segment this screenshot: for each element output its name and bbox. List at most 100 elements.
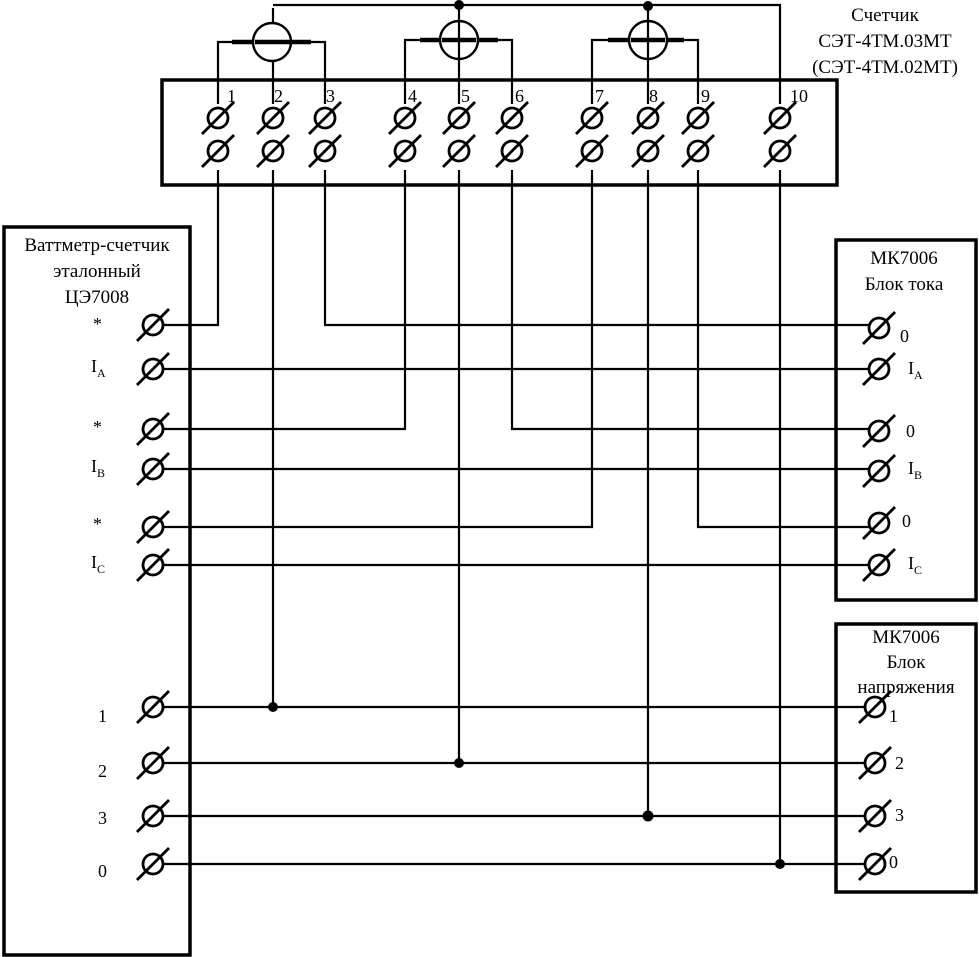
meter-pin-label: 10 [790, 86, 808, 106]
reference-terminal [136, 412, 170, 446]
current-block-terminal-label: 0 [906, 421, 915, 441]
reference-terminal [136, 746, 170, 780]
meter-terminal-bottom [442, 134, 476, 168]
voltage-block-terminal-label: 1 [889, 706, 898, 726]
voltage-block-terminal [858, 690, 892, 724]
meter-terminal-bottom [388, 134, 422, 168]
meter-terminal-bottom [631, 134, 665, 168]
wires [152, 3, 876, 866]
reference-terminal [136, 847, 170, 881]
reference-current-label: IB [91, 456, 105, 480]
wire-pin3 [323, 170, 876, 327]
meter-terminal-bottom [763, 134, 797, 168]
reference-current-label: * [93, 314, 102, 334]
reference-terminal [136, 690, 170, 724]
meter-terminal-bottom [681, 134, 715, 168]
meter-terminal-bottom [256, 134, 290, 168]
reference-wattmeter-box [2, 225, 192, 957]
reference-current-label: IA [91, 356, 106, 380]
junction-dot [643, 1, 653, 11]
reference-title-line1: Ваттметр-счетчик [24, 235, 170, 256]
current-block-terminal [862, 548, 896, 582]
voltage-block-terminal-label: 2 [895, 753, 904, 773]
current-block-terminal [862, 506, 896, 540]
meter-terminal-top [308, 101, 342, 135]
meter-pin-label: 8 [649, 86, 658, 106]
reference-current-label: * [93, 514, 102, 534]
voltage-block-title-line2: Блок [887, 652, 927, 673]
reference-title-line3: ЦЭ7008 [65, 287, 129, 308]
current-block-terminal-label: IB [908, 458, 922, 482]
meter-title-line3: (СЭТ-4ТМ.02МТ) [812, 57, 958, 78]
voltage-block-terminal [858, 847, 892, 881]
meter-title-line2: СЭТ-4ТМ.03МТ [818, 31, 952, 52]
reference-terminal [136, 452, 170, 486]
reference-terminal [136, 510, 170, 544]
junction-dot [454, 758, 464, 768]
current-block-terminal [862, 454, 896, 488]
junction-dot [268, 702, 278, 712]
meter-terminal-top [201, 101, 235, 135]
meter-terminal-bottom [201, 134, 235, 168]
reference-voltage-label: 0 [98, 861, 107, 881]
reference-terminal [136, 352, 170, 386]
voltage-block-title-line1: МК7006 [872, 627, 940, 648]
junction-dot [775, 859, 785, 869]
current-transformers [232, 19, 684, 63]
top-bus [457, 3, 782, 104]
terminals [136, 101, 896, 881]
voltage-block-terminal [858, 746, 892, 780]
junctions [268, 0, 785, 869]
current-block-terminal-label: 0 [900, 326, 909, 346]
reference-current-label: IC [91, 552, 105, 576]
meter-terminal-bottom [575, 134, 609, 168]
meter-pin-label: 9 [701, 86, 710, 106]
wire-pin1 [152, 170, 220, 327]
meter-terminal-top [631, 101, 665, 135]
reference-voltage-label: 1 [98, 706, 107, 726]
current-block-title-line1: МК7006 [870, 248, 938, 269]
reference-voltage-label: 3 [98, 808, 107, 828]
voltage-block-box [834, 622, 978, 894]
wire-pin4 [152, 170, 407, 431]
meter-pin-label: 7 [595, 86, 604, 106]
reference-title-line2: эталонный [53, 261, 141, 282]
meter-pin-label: 2 [274, 86, 283, 106]
meter-terminal-bottom [495, 134, 529, 168]
voltage-block-terminal-label: 3 [895, 805, 904, 825]
current-block-terminal [862, 311, 896, 345]
current-block-terminal-label: IA [908, 358, 923, 382]
meter-terminal-top [388, 101, 422, 135]
reference-terminal [136, 308, 170, 342]
current-block-terminal-label: IC [908, 553, 922, 577]
meter-terminal-top [763, 101, 797, 135]
meter-pin-label: 6 [515, 86, 524, 106]
voltage-block-title-line3: напряжения [857, 677, 954, 698]
meter-terminal-top [256, 101, 290, 135]
current-block-terminal [862, 414, 896, 448]
wire-pin6 [510, 170, 876, 431]
voltage-block-terminal-label: 0 [889, 852, 898, 872]
current-block-terminal [862, 352, 896, 386]
meter-terminal-top [575, 101, 609, 135]
junction-dot [454, 0, 464, 10]
meter-pin-label: 5 [461, 86, 470, 106]
meter-terminal-top [442, 101, 476, 135]
meter-terminal-block [160, 78, 839, 187]
reference-voltage-label: 2 [98, 761, 107, 781]
current-block-title-line2: Блок тока [865, 274, 944, 295]
meter-title-line1: Счетчик [851, 5, 919, 26]
junction-dot [642, 810, 654, 822]
meter-pin-label: 1 [227, 86, 236, 106]
meter-pin-label: 4 [408, 86, 417, 106]
reference-terminal [136, 799, 170, 833]
reference-terminal [136, 548, 170, 582]
current-block-terminal-label: 0 [902, 511, 911, 531]
meter-terminal-bottom [308, 134, 342, 168]
wire-pin7 [152, 170, 594, 529]
reference-current-label: * [93, 417, 102, 437]
wire-pin9 [696, 170, 876, 529]
meter-terminal-top [495, 101, 529, 135]
